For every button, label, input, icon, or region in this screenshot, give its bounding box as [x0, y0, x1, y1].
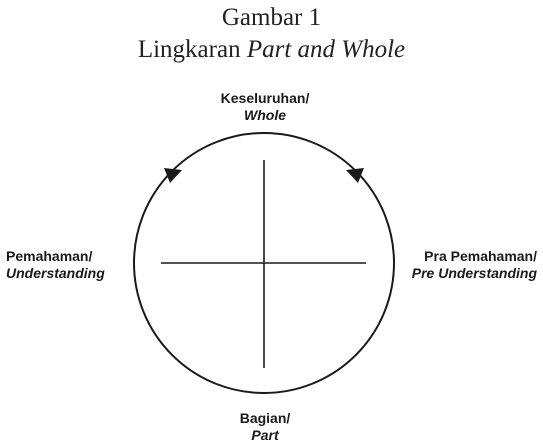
- cycle-circle: [133, 132, 395, 394]
- figure-caption: Lingkaran Part and Whole: [0, 36, 543, 64]
- node-pre-understanding: Pra Pemahaman/ Pre Understanding: [412, 248, 537, 282]
- node-understanding-label-en: Understanding: [6, 265, 105, 281]
- node-pre-understanding-label-id: Pra Pemahaman/: [424, 248, 537, 264]
- node-understanding: Pemahaman/ Understanding: [6, 248, 105, 282]
- figure-caption-italic: Part and Whole: [246, 36, 406, 63]
- arrow-right-icon: [346, 168, 364, 183]
- node-pre-understanding-label-en: Pre Understanding: [411, 265, 537, 281]
- node-part-label-id: Bagian/: [239, 410, 291, 426]
- node-part-label-en: Part: [251, 427, 279, 443]
- figure-number: Gambar 1: [221, 4, 322, 31]
- node-whole-label-id: Keseluruhan/: [220, 90, 310, 106]
- node-whole-label-en: Whole: [244, 107, 286, 123]
- node-whole: Keseluruhan/ Whole: [170, 90, 360, 124]
- node-part: Bagian/ Part: [170, 410, 360, 444]
- figure-caption-prefix: Lingkaran: [137, 36, 247, 63]
- arrow-left-icon: [164, 168, 182, 183]
- node-understanding-label-id: Pemahaman/: [6, 248, 93, 264]
